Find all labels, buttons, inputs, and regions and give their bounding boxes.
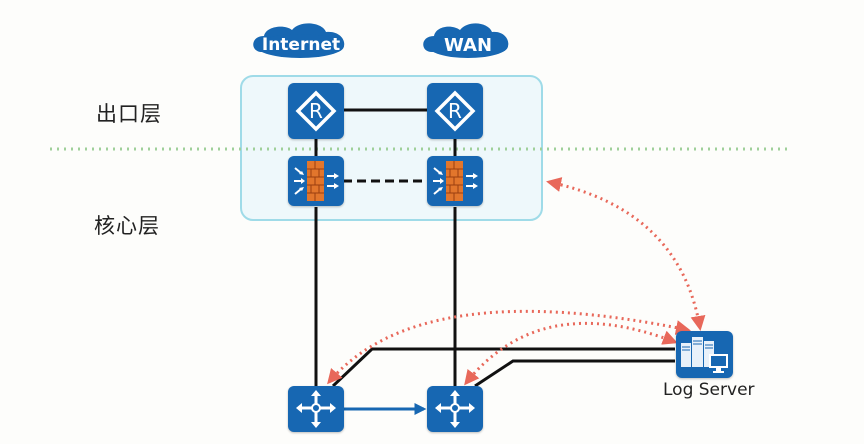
cloud-internet — [253, 23, 345, 58]
cloud-internet-label: Internet — [261, 35, 341, 55]
core-switch-icon — [435, 390, 475, 428]
svg-text:R: R — [309, 99, 323, 123]
log-flows — [327, 177, 706, 386]
log-flow-core2 — [464, 321, 678, 386]
firewall-icon — [294, 161, 339, 201]
cloud-wan — [423, 23, 509, 58]
link-core2-logserver — [474, 359, 675, 388]
svg-text:R: R — [448, 99, 462, 123]
log-server[interactable] — [676, 331, 733, 378]
log-flow-core1 — [327, 309, 691, 385]
core-switch-1[interactable] — [288, 386, 344, 432]
layer-label-egress: 出口层 — [96, 102, 162, 126]
router-1[interactable]: R — [288, 83, 344, 139]
router-2[interactable]: R — [427, 83, 483, 139]
egress-zone — [240, 75, 543, 221]
server-icon — [681, 337, 728, 373]
cloud-wan-label: WAN — [443, 35, 493, 56]
core-switch-icon — [296, 390, 336, 428]
layer-label-core: 核心层 — [94, 214, 160, 238]
log-server-label: Log Server — [663, 380, 755, 400]
router-icon: R — [434, 90, 476, 132]
log-flow-egress — [546, 177, 706, 331]
firewall-icon — [433, 161, 478, 201]
router-icon: R — [295, 90, 337, 132]
firewall-2[interactable] — [427, 156, 483, 206]
core-switch-2[interactable] — [427, 386, 483, 432]
firewall-1[interactable] — [288, 156, 344, 206]
